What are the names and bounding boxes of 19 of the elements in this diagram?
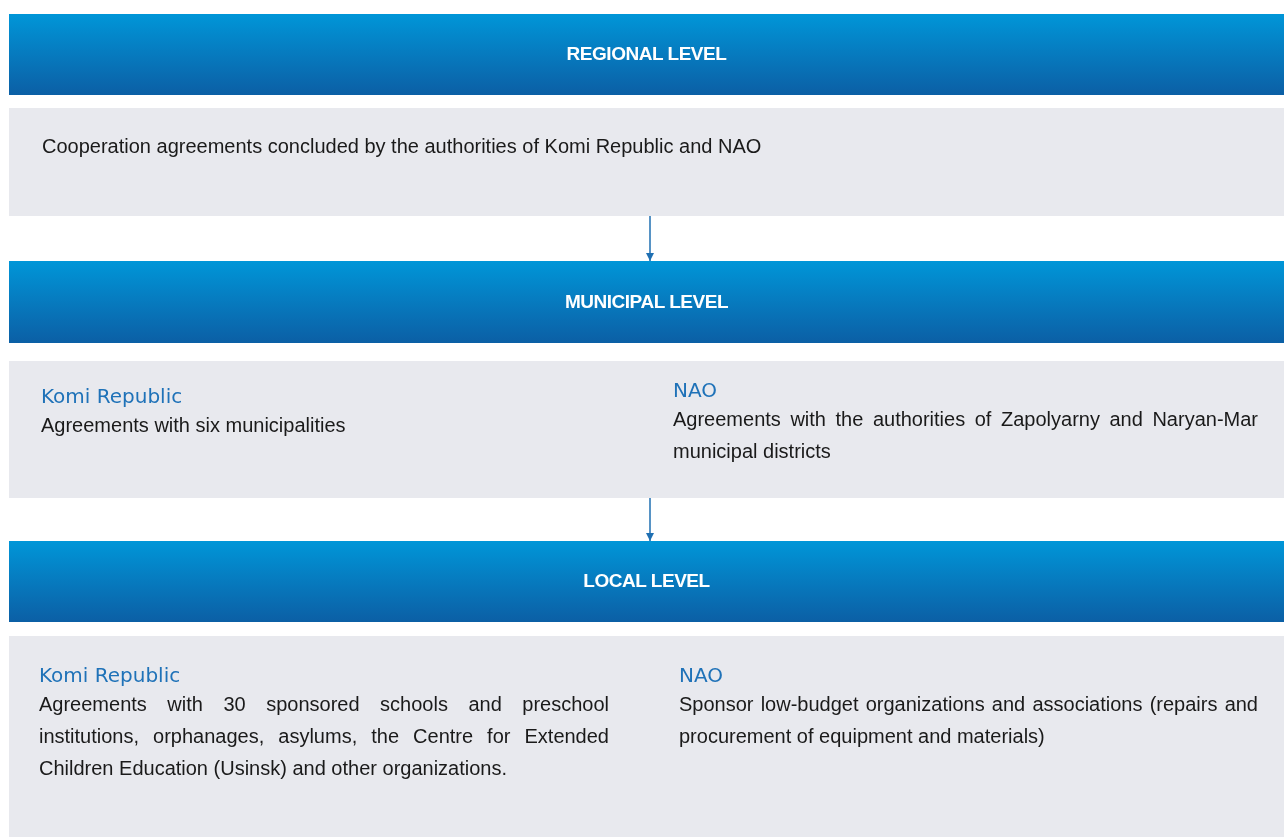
- arrow: [646, 497, 654, 542]
- level-header-bar: [9, 261, 1284, 343]
- agreement-description: Agreements with 30 sponsored schools and preschool institutions, orphanages, asylums, the Centre for Extended Children Education (Usinsk) and other organizations.: [39, 692, 609, 781]
- agreement-description: Agreements with the authorities of Zapolyarny and Naryan-Mar municipal districts: [673, 407, 1258, 464]
- level-title: MUNICIPAL LEVEL: [564, 289, 729, 314]
- level-header-bar: [9, 541, 1284, 622]
- content-panel: [9, 108, 1284, 216]
- arrow: [646, 215, 654, 262]
- level-title: LOCAL LEVEL: [583, 569, 710, 594]
- agreement-description: Agreements with six municipalities: [41, 413, 347, 438]
- region-heading: NAO: [673, 377, 719, 403]
- level-header-bar: [9, 14, 1284, 95]
- content-panel: [9, 361, 1284, 498]
- region-heading: Komi Republic: [41, 383, 184, 409]
- level-title: REGIONAL LEVEL: [566, 42, 727, 67]
- agreement-description: Cooperation agreements concluded by the authorities of Komi Republic and NAO: [42, 134, 763, 159]
- region-heading: Komi Republic: [39, 662, 182, 688]
- agreement-description: Sponsor low-budget organizations and associations (repairs and procurement of equipment and materials): [679, 692, 1258, 749]
- region-heading: NAO: [679, 662, 725, 688]
